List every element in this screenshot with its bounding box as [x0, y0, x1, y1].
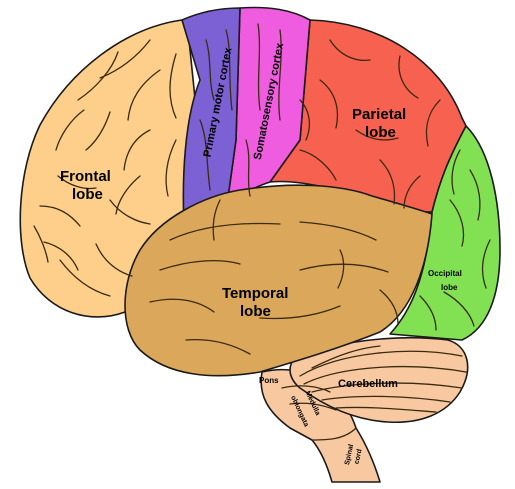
frontal-lobe-folds	[33, 39, 177, 297]
temporal-lobe-region	[124, 184, 433, 377]
parietal-lobe-label-line1: Parietal	[352, 106, 406, 123]
cerebellum-folds	[299, 345, 467, 413]
frontal-lobe-label-line2: lobe	[72, 186, 103, 203]
frontal-lobe-label-line1: Frontal	[60, 168, 111, 185]
cerebellum-label: Cerebellum	[338, 378, 398, 390]
parietal-lobe-folds	[299, 39, 441, 209]
central-gyri-folds	[199, 23, 282, 197]
occipital-lobe-folds	[419, 149, 491, 331]
occipital-lobe-label-line2: lobe	[441, 283, 458, 292]
pons-label: Pons	[259, 376, 279, 385]
temporal-lobe-folds	[149, 199, 399, 355]
parietal-lobe-label-line2: lobe	[365, 124, 396, 141]
temporal-lobe-label-line2: lobe	[240, 303, 271, 320]
spinal-cord-label-line2: cord	[354, 449, 364, 465]
brainstem-lines	[281, 385, 357, 441]
spinal-cord-label-line1: Spinal	[344, 444, 355, 466]
occipital-lobe-label-line1: Occipital	[428, 269, 462, 278]
temporal-lobe-label-line1: Temporal	[222, 285, 288, 302]
occipital-lobe-region	[389, 125, 501, 341]
cerebellum-region	[289, 337, 469, 424]
